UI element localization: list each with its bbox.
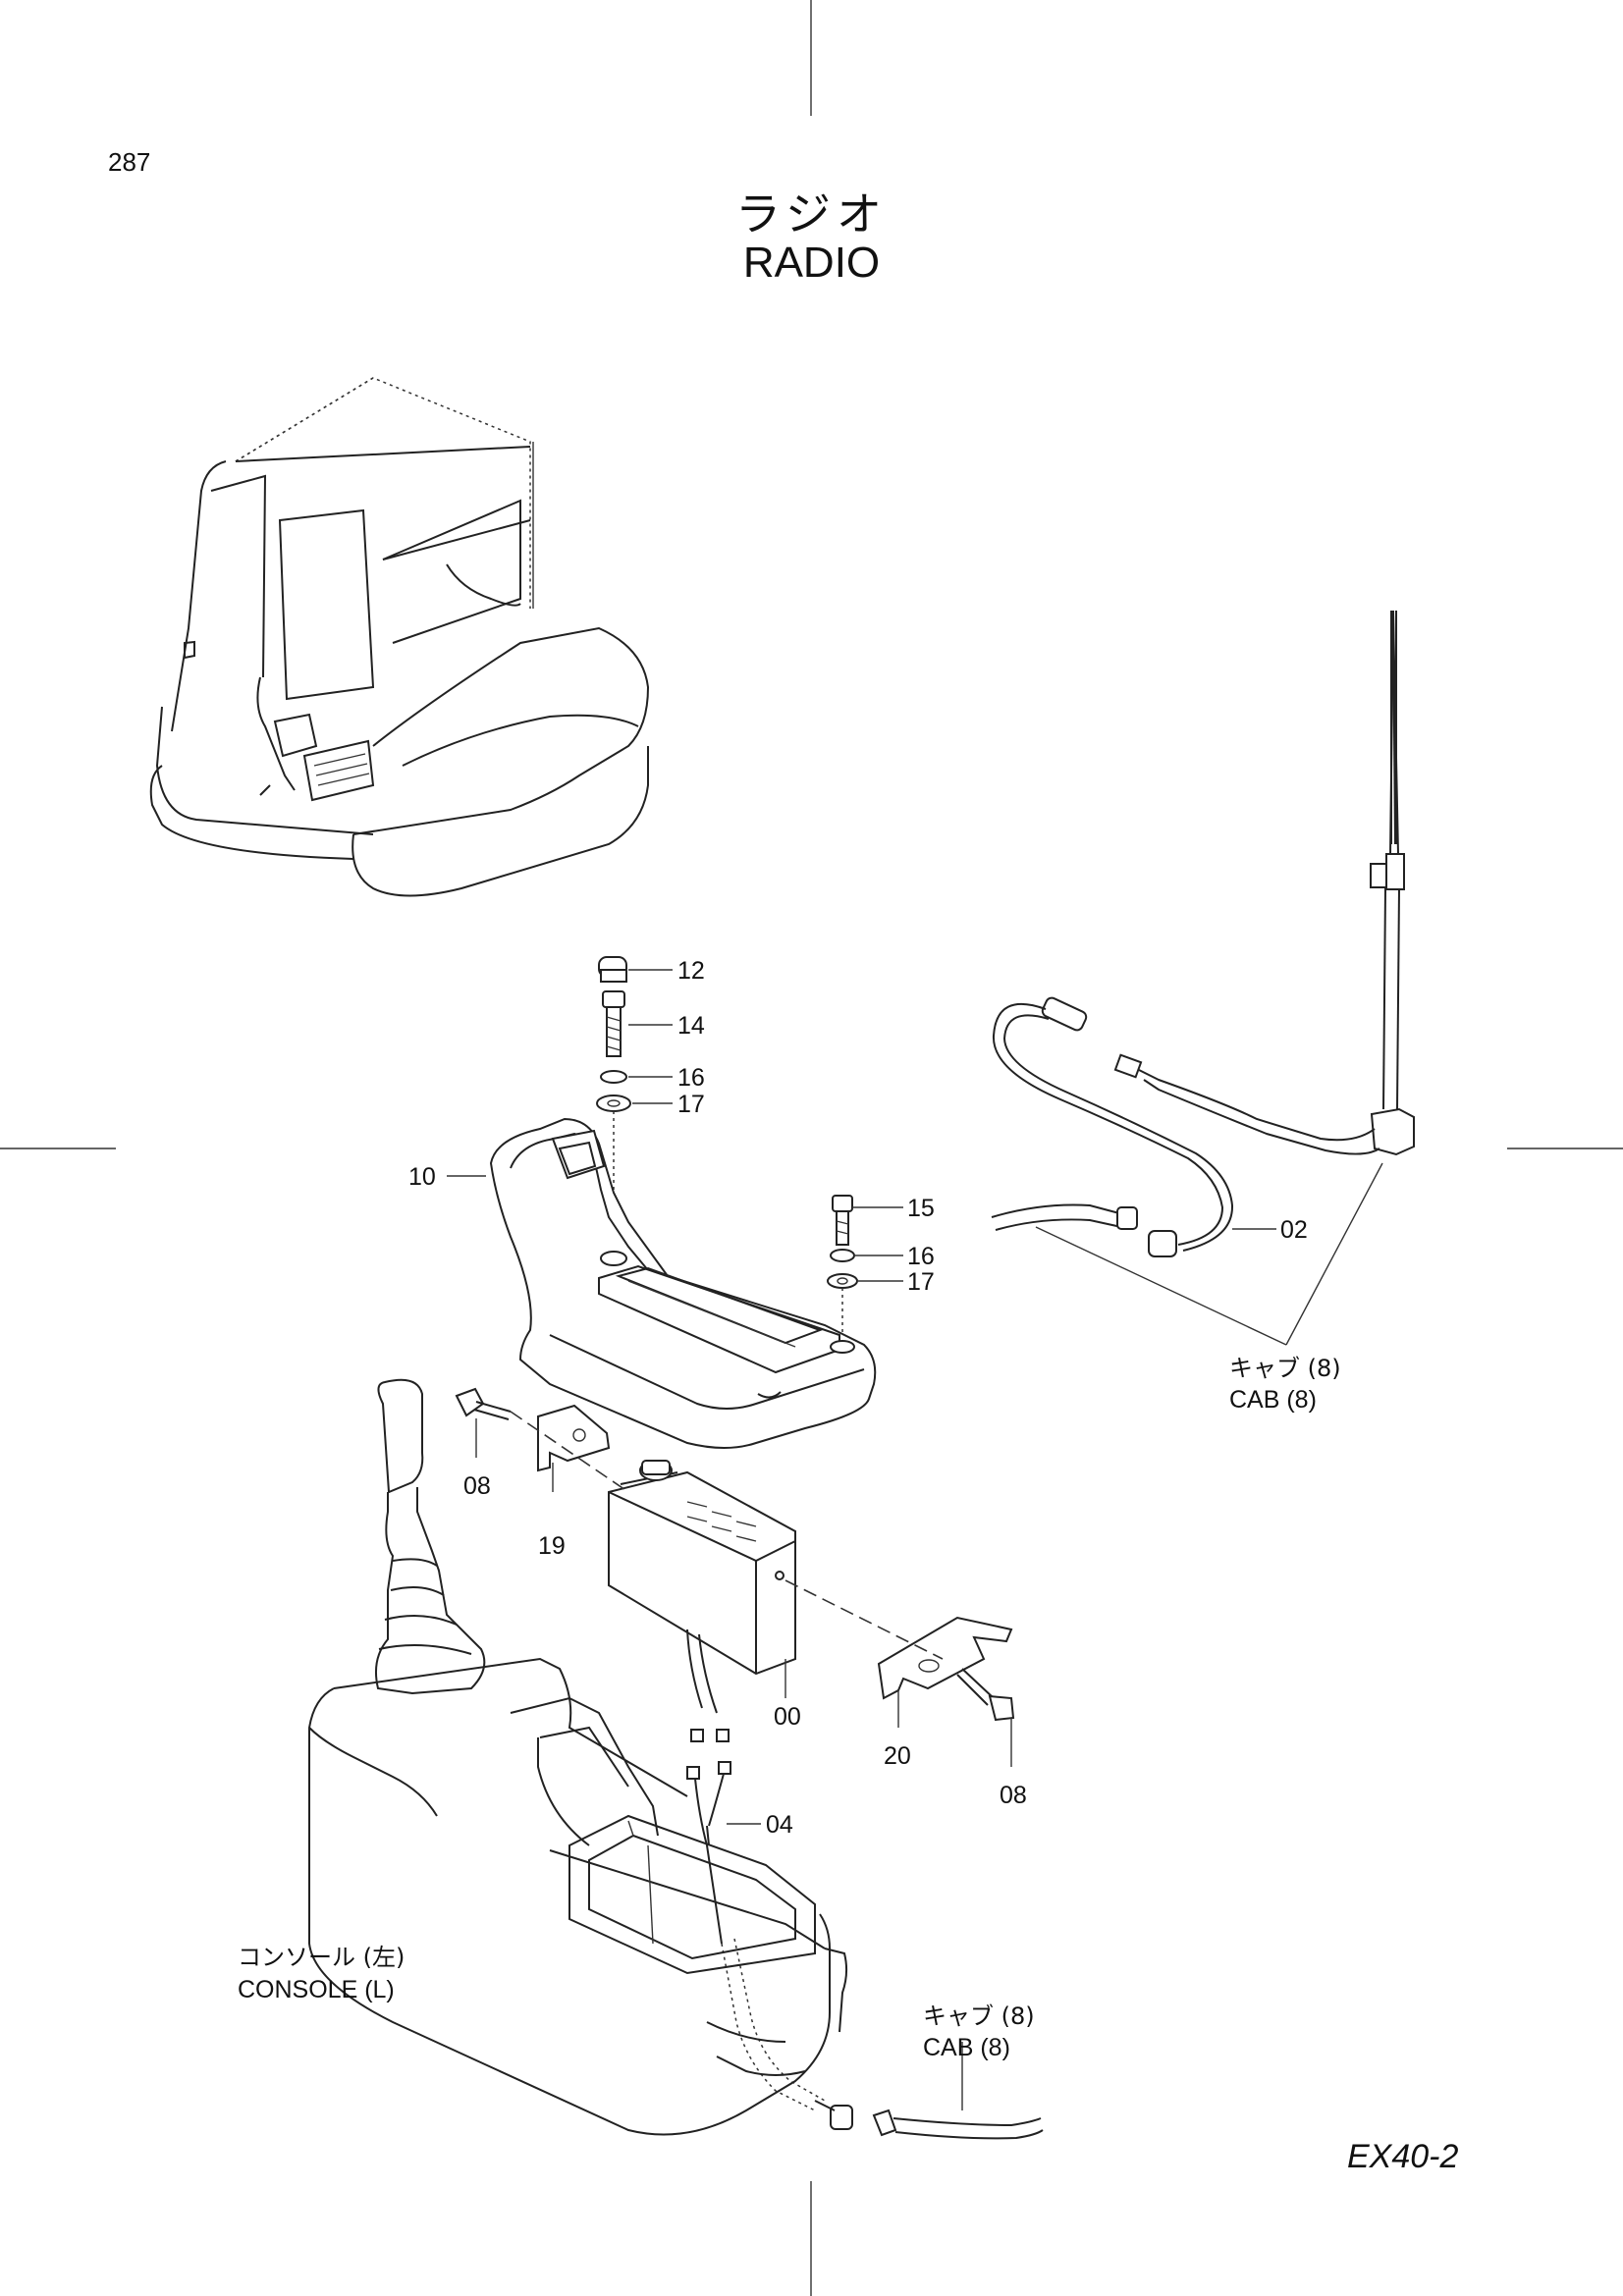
radio-cover — [447, 1117, 877, 1449]
console-label-jp: コンソール (左) — [238, 1944, 405, 1971]
callout-14: 14 — [677, 1012, 705, 1040]
radio-unit — [608, 1460, 796, 1742]
model-code: EX40-2 — [1347, 2138, 1459, 2175]
antenna-assembly — [991, 610, 1415, 1257]
hardware-stack-right — [827, 1195, 903, 1345]
cab-lower-label-en: CAB (8) — [923, 2034, 1010, 2061]
page-title-english: RADIO — [742, 239, 881, 287]
cab-upper-label-en: CAB (8) — [1229, 1386, 1317, 1414]
callout-16-lower: 16 — [907, 1243, 935, 1270]
callout-15: 15 — [907, 1195, 935, 1222]
wire-harness — [686, 1761, 853, 2130]
excavator-cab-overview — [149, 377, 650, 897]
callout-12: 12 — [677, 957, 705, 985]
callout-19: 19 — [538, 1532, 566, 1560]
callout-20: 20 — [884, 1742, 911, 1770]
callout-04: 04 — [766, 1811, 793, 1839]
cab-upper-label-jp: キャブ (8) — [1229, 1355, 1341, 1382]
callout-08-left: 08 — [463, 1472, 491, 1500]
callout-00: 00 — [774, 1703, 801, 1731]
callout-17-upper: 17 — [677, 1091, 705, 1118]
page-title-japanese: ラジオ — [734, 187, 889, 240]
callout-02: 02 — [1280, 1216, 1308, 1244]
bracket-20 — [877, 1616, 1013, 1728]
cab-upper-leaders — [1035, 1162, 1383, 1346]
bracket-19 — [537, 1404, 611, 1492]
console-label-en: CONSOLE (L) — [238, 1976, 395, 2003]
console-and-lever — [308, 1378, 848, 2136]
callout-labels: 12 14 16 17 10 15 16 17 02 08 19 00 20 0… — [238, 957, 1341, 2061]
cab-lower-cable — [872, 2042, 1044, 2140]
cab-lower-label-jp: キャブ (8) — [923, 2002, 1035, 2030]
callout-17-lower: 17 — [907, 1268, 935, 1296]
bolt-08-right — [956, 1668, 1015, 1767]
callout-08-right: 08 — [1000, 1782, 1027, 1809]
callout-16-upper: 16 — [677, 1064, 705, 1092]
page-number: 287 — [108, 147, 151, 177]
bolt-08-left — [455, 1387, 512, 1458]
assembly-axes — [510, 1411, 944, 1660]
hardware-stack-left — [596, 956, 673, 1237]
callout-10: 10 — [408, 1163, 436, 1191]
